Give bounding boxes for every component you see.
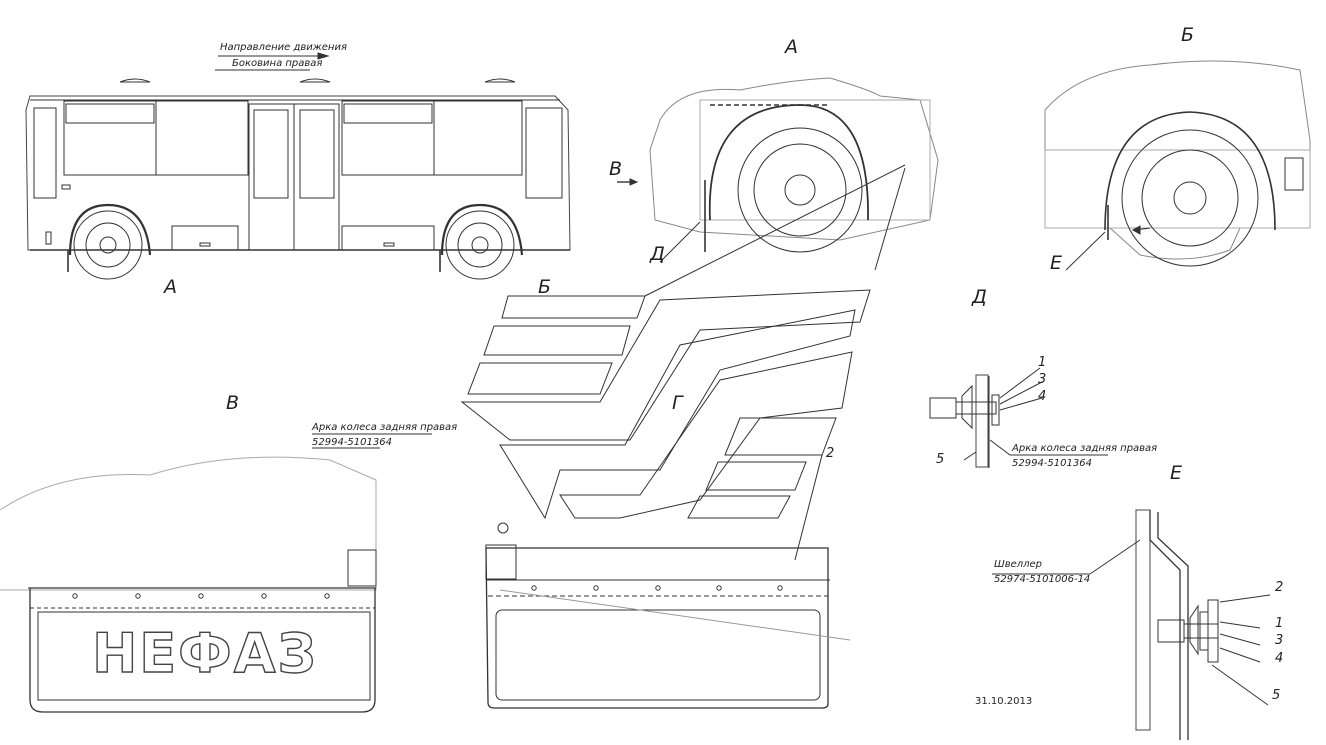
arch-callout-left: Арка колеса задняя правая (312, 422, 458, 433)
view-v-mudguard (0, 433, 432, 713)
direction-label: Направление движения (220, 42, 347, 53)
callout-d-3: 3 (1038, 372, 1047, 387)
callout-e-1: 1 (1275, 616, 1284, 631)
marker-e: Е (1050, 252, 1063, 274)
arrow-marker-v: В (609, 158, 623, 180)
callout-e-2: 2 (1275, 580, 1284, 595)
side-label: Боковина правая (232, 58, 323, 69)
view-d-title: Д (972, 286, 987, 308)
callout-d-5: 5 (936, 452, 945, 467)
bus-marker-a: А (164, 276, 177, 298)
arch-code-right: 52994-5101364 (1012, 458, 1092, 469)
nefaz-logo: НЕФАЗ (91, 621, 318, 685)
view-a-title: А (785, 36, 798, 58)
logo-text: НЕФАЗ (92, 622, 318, 685)
arch-code-left: 52994-5101364 (312, 437, 392, 448)
bus-side-view (25, 78, 571, 280)
view-e-title: Е (1170, 462, 1183, 484)
mudguard-bracket-panels (460, 164, 906, 520)
callout-2-mid: 2 (826, 446, 835, 461)
panel-marker-g: Г (672, 392, 683, 414)
drawing-date: 31.10.2013 (975, 696, 1033, 707)
marker-d: Д (650, 243, 665, 265)
direction-arrow (215, 52, 330, 71)
callout-e-5: 5 (1272, 688, 1281, 703)
view-b-title: Б (1181, 24, 1195, 46)
central-mudguard (485, 454, 851, 709)
callout-e-3: 3 (1275, 633, 1284, 648)
panel-marker-b: Б (538, 276, 552, 298)
view-e-fastener (992, 509, 1271, 740)
callout-d-1: 1 (1038, 355, 1047, 370)
callout-e-4: 4 (1275, 651, 1284, 666)
view-v-title: В (226, 392, 240, 414)
callout-d-4: 4 (1038, 389, 1047, 404)
detail-a-view (617, 77, 939, 263)
detail-b-view (1044, 60, 1311, 271)
channel-callout: Швеллер (994, 559, 1043, 570)
channel-code: 52974-5101006-14 (994, 574, 1091, 585)
arch-callout-right: Арка колеса задняя правая (1012, 443, 1158, 454)
view-d-fastener (929, 367, 1108, 468)
